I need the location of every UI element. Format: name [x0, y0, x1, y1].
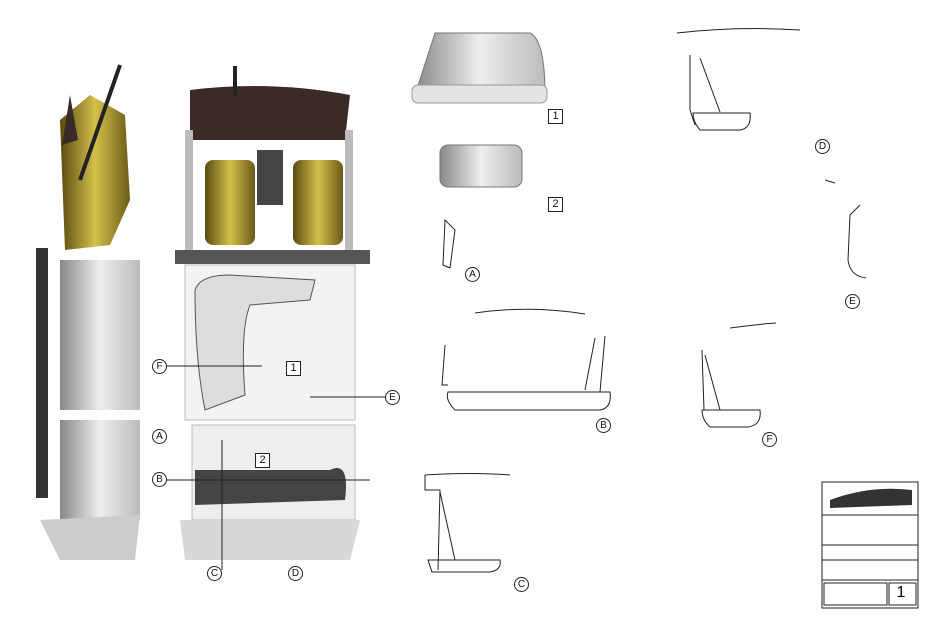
part-1-seat-base — [411, 32, 548, 104]
view-number-1: 1 — [286, 361, 301, 376]
section-e-title: E — [845, 294, 860, 309]
leader-lines — [165, 365, 385, 570]
section-f-title: F — [762, 432, 777, 447]
section-label-b: B — [152, 472, 167, 487]
part-2-number: 2 — [548, 197, 563, 212]
section-outlines — [424, 28, 867, 573]
title-block — [821, 481, 919, 609]
side-view-model — [36, 64, 140, 560]
top-view-model — [175, 66, 370, 560]
section-label-e: E — [385, 390, 400, 405]
section-c-title: C — [514, 577, 529, 592]
sheet-number: 1 — [896, 584, 906, 601]
section-label-d: D — [288, 566, 303, 581]
section-label-c: C — [207, 566, 222, 581]
section-label-a: A — [152, 429, 167, 444]
section-a-title: A — [465, 267, 480, 282]
section-b-title: B — [596, 418, 611, 433]
section-label-f: F — [152, 359, 167, 374]
part-1-number: 1 — [548, 109, 563, 124]
view-number-2: 2 — [255, 453, 270, 468]
section-d-title: D — [815, 139, 830, 154]
part-2-console-tray — [439, 144, 523, 188]
